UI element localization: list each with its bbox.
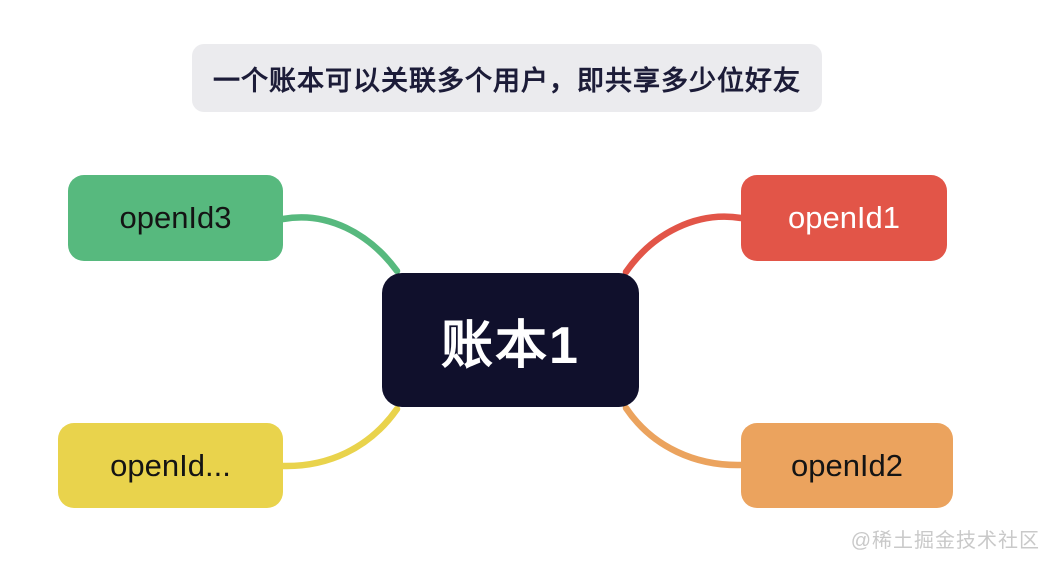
leaf-node-label: openId... [110,447,231,483]
leaf-node-openid-ellipsis[interactable]: openId... [58,423,283,508]
leaf-node-openid2[interactable]: openId2 [741,423,953,508]
central-node-label: 账本1 [441,316,580,375]
leaf-node-openid3[interactable]: openId3 [68,175,283,261]
leaf-node-label: openId1 [787,200,901,235]
leaf-node-openid1[interactable]: openId1 [741,175,947,261]
edge-center-to-openid2 [622,404,745,469]
central-node-ledger1[interactable]: 账本1 [382,273,639,407]
leaf-node-label: openId3 [119,200,232,235]
title-banner[interactable]: 一个账本可以关联多个用户，即共享多少位好友 [192,44,822,112]
edge-center-to-openid1 [622,213,745,276]
title-banner-label: 一个账本可以关联多个用户，即共享多少位好友 [213,65,801,96]
edge-center-to-openid3 [279,214,401,275]
edge-center-to-openid-ellipsis [279,405,401,470]
leaf-node-label: openId2 [790,447,904,483]
watermark: @稀土掘金技术社区 [850,530,1040,552]
